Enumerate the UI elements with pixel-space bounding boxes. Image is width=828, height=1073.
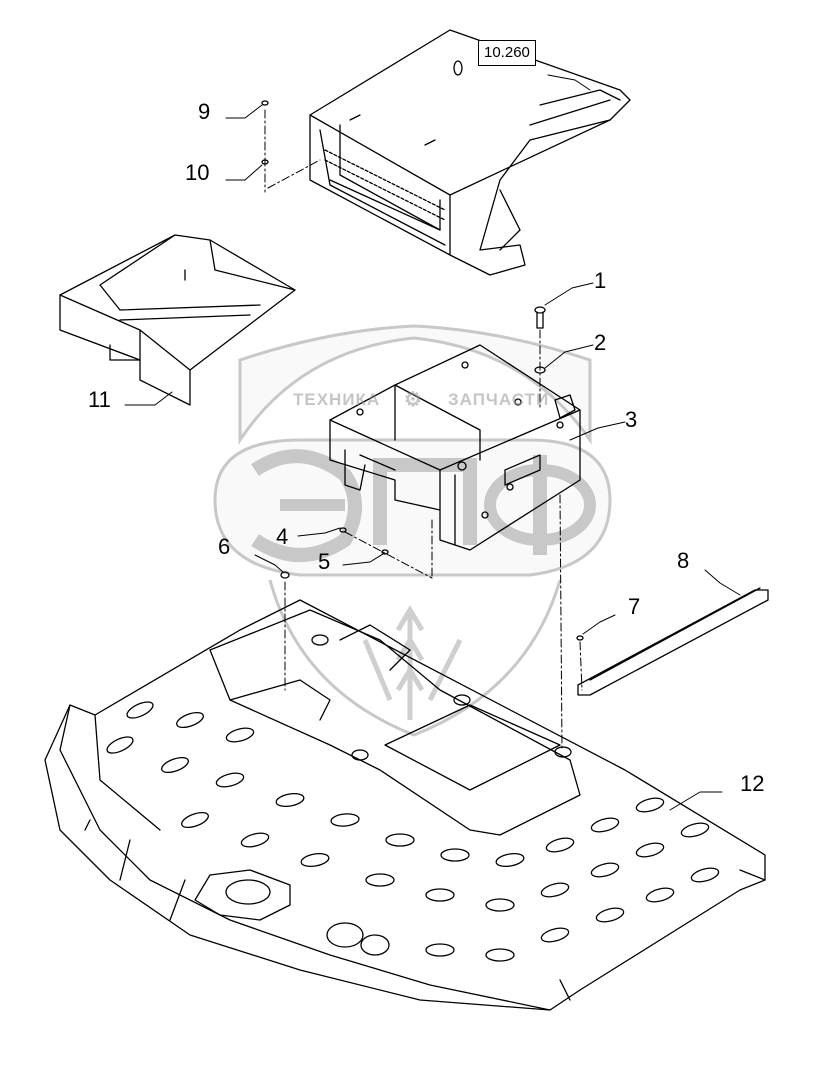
watermark-right-text: ЗАПЧАСТИ xyxy=(448,390,550,409)
callout-1: 1 xyxy=(594,268,607,293)
cab-frame-part xyxy=(309,29,631,276)
callout-3: 3 xyxy=(625,407,638,432)
trim-strip-part xyxy=(577,587,769,696)
bolt-part-1 xyxy=(534,306,546,329)
callout-12: 12 xyxy=(740,771,765,796)
callout-10: 10 xyxy=(185,160,210,185)
callout-9: 9 xyxy=(198,99,211,124)
gear-icon: ⚙ xyxy=(404,389,423,411)
storage-tray-part xyxy=(59,234,296,406)
callout-11: 11 xyxy=(88,387,111,412)
mounting-bracket-part xyxy=(329,344,581,551)
callout-7: 7 xyxy=(628,594,641,619)
callout-4: 4 xyxy=(276,524,289,549)
floor-mat-part xyxy=(44,599,766,1011)
reference-box[interactable]: 10.260 xyxy=(478,40,536,66)
mat-holes xyxy=(106,701,720,962)
callout-8: 8 xyxy=(677,548,690,573)
watermark-left-text: ТЕХНИКА xyxy=(293,390,381,409)
leader-lines xyxy=(124,74,741,811)
callout-5: 5 xyxy=(318,549,331,574)
assembly-lines xyxy=(264,109,583,749)
callout-2: 2 xyxy=(594,330,607,355)
callout-6: 6 xyxy=(218,534,231,559)
